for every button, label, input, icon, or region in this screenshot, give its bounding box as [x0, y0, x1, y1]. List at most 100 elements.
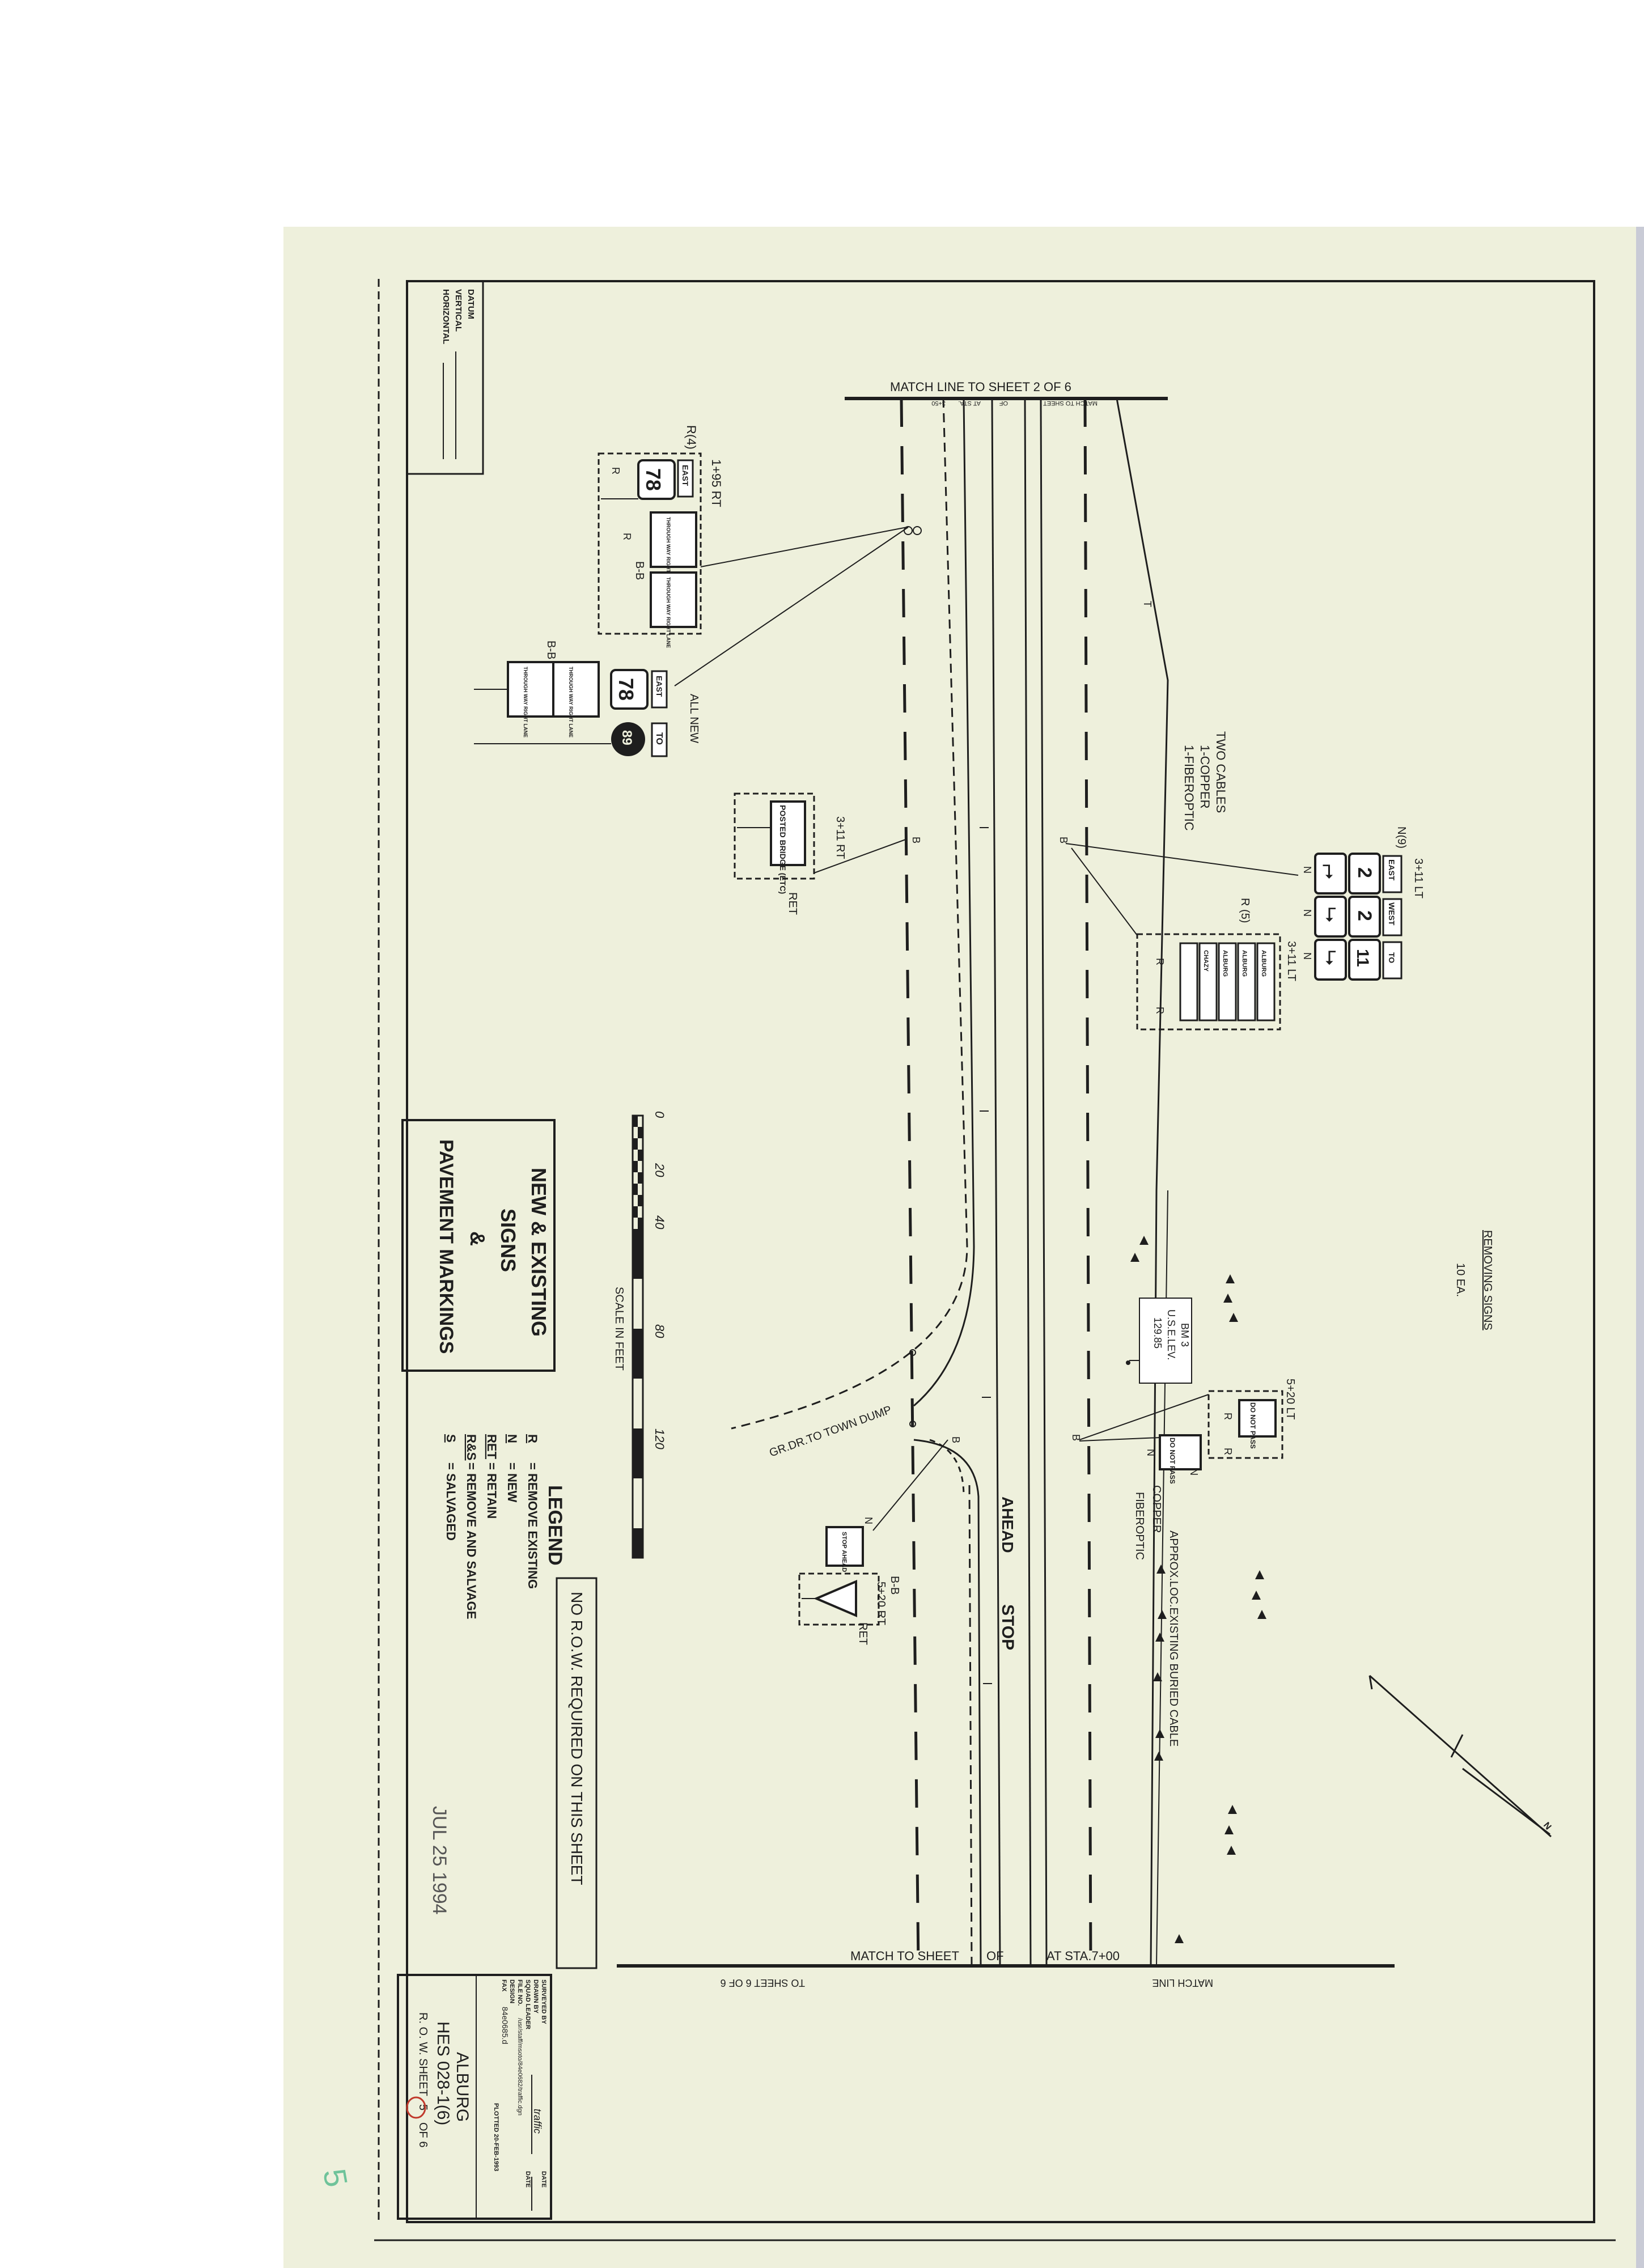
dnp-text-1: DO NOT PASS [1249, 1402, 1257, 1449]
sign-group-2-to: TO [654, 732, 664, 745]
dnp-leader-2 [1079, 1437, 1160, 1442]
match-bottom-2: OF [986, 1949, 1004, 1963]
scale-segment [633, 1428, 643, 1478]
tb-path: /usr/staff/msoto/84e0682/traffic.dgn [516, 2018, 523, 2116]
scale-segment [638, 1150, 643, 1161]
datum-block: DATUM VERTICAL HORIZONTAL [441, 289, 476, 344]
sign-group-2-to-plate [651, 722, 668, 757]
tree-marker [1227, 1846, 1236, 1855]
posted-sign-ret: RET [786, 892, 799, 915]
stamp-date: JUL 25 1994 [429, 1806, 450, 1915]
signs-r5-plate-1 [1256, 942, 1276, 1021]
posted-sign-plate [770, 800, 806, 866]
title-text: NEW & EXISTING SIGNS & PAVEMENT MARKINGS [435, 1139, 550, 1354]
posted-sign-leader [813, 838, 908, 874]
road-marker-b [909, 1421, 916, 1427]
n9-n-1: N [1302, 866, 1313, 874]
dnp-n-2: N [1188, 1468, 1200, 1476]
n9-route-2: 2 [1354, 910, 1375, 921]
tb-sheet-prefix: R. O. W. SHEET [417, 2012, 429, 2096]
signs-n9-col-3: TO 11 ⮡ N [1302, 939, 1403, 981]
tree-marker [1223, 1294, 1232, 1303]
sign-group-1-panel-a [650, 511, 697, 568]
tb-drawn: DRAWN BY [532, 1979, 539, 2014]
tree-marker [1175, 1934, 1184, 1943]
n9-dir-3: TO [1387, 952, 1396, 963]
north-arrow-tail [1368, 1675, 1373, 1690]
sign-bottom-b-marker: B [950, 1436, 961, 1443]
dnp-plate-1 [1238, 1399, 1277, 1438]
scale-segment [633, 1116, 638, 1127]
scale-segment [638, 1127, 643, 1138]
cable-t-label: T [1142, 601, 1153, 607]
sign-group-1-box [598, 452, 702, 635]
tb-date-2: DATE [524, 2171, 531, 2188]
scale-segment [633, 1206, 638, 1218]
n9-arrow-icon-3: ⮡ [1320, 950, 1341, 965]
match-top-sub-2: OF [999, 400, 1008, 406]
scale-label: SCALE IN FEET [613, 1287, 625, 1371]
n9-dir-2: WEST [1387, 902, 1396, 926]
sign-bottom-box [798, 1572, 880, 1626]
cables-line-1: TWO CABLES [1214, 731, 1228, 813]
sign-bottom-text: STOP AHEAD [841, 1532, 848, 1572]
sign-group-1-r1: R [610, 467, 621, 474]
bm-point [1126, 1360, 1130, 1365]
match-bottom-sub-1: TO SHEET 6 OF 6 [721, 1977, 805, 1989]
station-ticks [980, 827, 992, 1684]
buried-cable-fiber: FIBEROPTIC [1133, 1492, 1146, 1560]
dnp-box [1207, 1390, 1283, 1459]
scale-segment [633, 1229, 643, 1279]
sign-group-2-route2: 89 [619, 730, 634, 745]
match-line-top-label: MATCH LINE TO SHEET 2 OF 6 [890, 380, 1071, 394]
signs-r5-plate-2 [1237, 942, 1256, 1021]
sign-group-2-all-new: ALL NEW [688, 694, 700, 743]
north-arrow-meridian [1462, 1767, 1550, 1835]
tb-fax: FAX [501, 1979, 507, 1992]
road-edge-dashed-right [1083, 398, 1092, 1966]
signs-r5-plate-4 [1198, 942, 1218, 1021]
pavement-stop: STOP [998, 1604, 1017, 1650]
sign-group-1-east-plate [677, 459, 694, 498]
removing-signs-count: 10 EA. [1454, 1263, 1467, 1297]
legend-desc-n: = NEW [505, 1462, 519, 1503]
posted-sign-station: 3+11 RT [834, 816, 846, 859]
sign-bottom-ret: RET [857, 1622, 869, 1645]
tree-markers [1130, 1236, 1266, 1943]
sign-bottom-station: 5+20 RT [875, 1582, 887, 1625]
sign-group-1-station: 1+95 RT [709, 459, 723, 507]
title-line-4: PAVEMENT MARKINGS [435, 1139, 457, 1354]
legend-items: R = REMOVE EXISTING N = NEW RET = RETAIN… [444, 1434, 540, 1619]
north-arrow [1368, 1674, 1552, 1838]
road-lane-line-1 [991, 398, 1001, 1966]
datum-horizontal: HORIZONTAL [441, 289, 451, 344]
tree-marker [1255, 1570, 1264, 1579]
sign-group-1-panel-b-text: THROUGH WAY RIGHT LANE [666, 577, 671, 648]
tree-marker [1153, 1672, 1162, 1681]
datum-title: DATUM [466, 289, 476, 319]
n9-arrow-plate-2 [1314, 896, 1347, 938]
match-top-sub-3: AT STA. [958, 400, 981, 406]
legend-code-s: S [444, 1434, 458, 1443]
sign-group-2-panel-a [552, 661, 600, 718]
sign-group-1-leader [700, 527, 908, 567]
signs-r5-row-1: ALBURG [1260, 950, 1267, 977]
north-arrow-cross [1450, 1734, 1464, 1758]
title-line-3: & [466, 1231, 489, 1246]
sign-group-2-route2-shield [611, 722, 645, 756]
signs-r5-label: R (5) [1239, 898, 1251, 923]
tree-marker [1252, 1591, 1261, 1600]
tb-sheet-suffix: OF 6 [417, 2122, 429, 2147]
sign-group-1-route: 78 [642, 468, 665, 491]
signs-r5-leader [1071, 847, 1138, 936]
sign-bottom-plate [825, 1526, 864, 1567]
scale-segment [633, 1528, 643, 1558]
signs-n9-col-1: EAST 2 ⮣ N [1302, 853, 1403, 895]
road-edge-dashed-bottom [968, 1485, 973, 1966]
sign-group-1-bb: B-B [633, 561, 646, 580]
sign-group-2-route: 78 [615, 678, 638, 701]
scale-segment [638, 1172, 643, 1184]
sign-group-2-bb: B-B [545, 641, 557, 659]
dnp-plate-2 [1159, 1434, 1202, 1470]
dnp-r-2: R [1222, 1413, 1234, 1420]
